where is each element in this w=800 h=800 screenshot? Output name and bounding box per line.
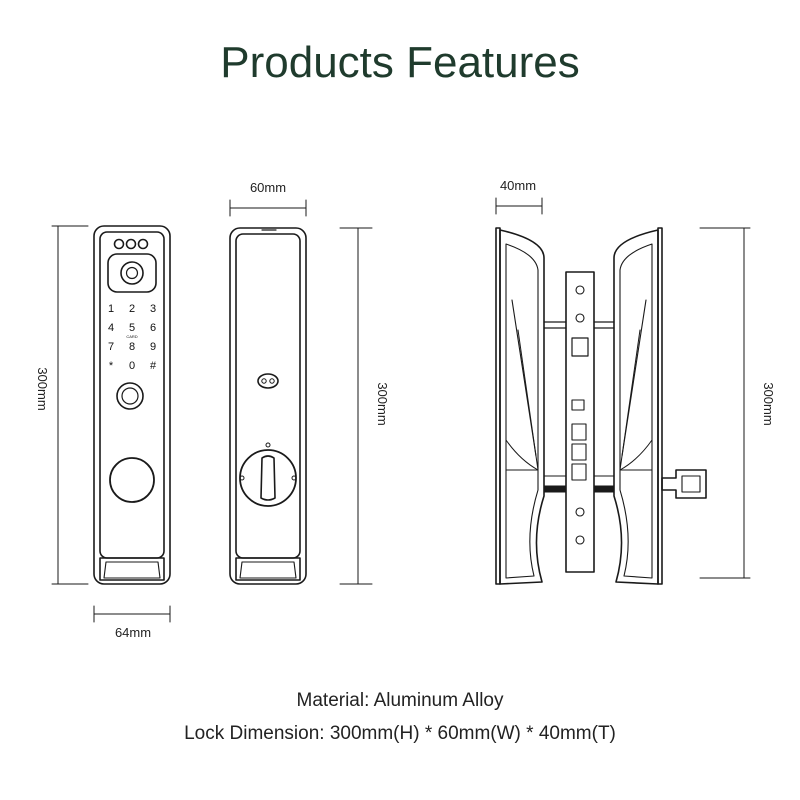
mortise-latch: [571, 337, 589, 357]
keypad-key: 9: [150, 341, 156, 353]
back-base-inner: [239, 561, 297, 579]
camera-lens-icon: [120, 261, 144, 285]
key-icon: [661, 469, 707, 499]
back-inner-panel: [235, 233, 301, 559]
page-title: Products Features: [220, 38, 580, 87]
keypad: 1 2 3 4 5 6 7 8 9 * 0 # CARD: [108, 303, 157, 372]
sensor-middle-icon: [125, 238, 137, 250]
thumb-turn: [239, 449, 297, 507]
back-outer-panel: [229, 227, 307, 585]
keypad-key: 7: [108, 341, 114, 353]
thumb-turn-lever: [260, 455, 276, 501]
back-width-label: 60mm: [250, 180, 286, 195]
side-thickness-label: 40mm: [500, 178, 536, 193]
camera-housing: [107, 253, 157, 293]
keypad-key: 5: [129, 322, 135, 334]
front-inner-panel: [99, 231, 165, 559]
back-base: [235, 557, 301, 581]
dimension-spec: Lock Dimension: 300mm(H) * 60mm(W) * 40m…: [184, 723, 616, 744]
spindle-right: [593, 485, 615, 493]
back-view: [229, 227, 307, 585]
right-plate-body: [613, 229, 659, 585]
front-handle-knob: [109, 457, 155, 503]
fingerprint-inner-icon: [121, 387, 139, 405]
front-view: [93, 225, 171, 585]
mortise-body: [565, 271, 595, 573]
keypad-key: 8: [129, 341, 135, 353]
front-base-inner: [103, 561, 161, 579]
sensor-left-icon: [113, 238, 125, 250]
front-base: [99, 557, 165, 581]
front-width-label: 64mm: [115, 625, 151, 640]
keypad-key: 4: [108, 322, 114, 334]
front-height-label: 300mm: [35, 367, 50, 410]
side-height-label: 300mm: [761, 382, 776, 425]
keypad-key: 2: [129, 303, 135, 315]
spindle-left: [543, 485, 567, 493]
fingerprint-sensor-icon: [116, 382, 144, 410]
back-height-label: 300mm: [375, 382, 390, 425]
left-plate-inner: [505, 243, 539, 579]
side-dimensions: [495, 197, 751, 579]
keypad-key: 1: [108, 303, 114, 315]
keypad-key: *: [109, 360, 114, 372]
key-cylinder-icon: [257, 373, 279, 389]
keypad-card-caption: CARD: [126, 334, 137, 339]
front-outer-panel: [93, 225, 171, 585]
keypad-key: 0: [129, 360, 135, 372]
left-plate-body: [499, 229, 545, 585]
side-view: [495, 227, 707, 585]
mortise-bolt: [571, 423, 587, 441]
material-spec: Material: Aluminum Alloy: [296, 690, 504, 711]
back-dimensions: [229, 199, 373, 585]
camera-lens-inner-icon: [125, 266, 139, 280]
keypad-key: 3: [150, 303, 156, 315]
keypad-key: #: [150, 360, 157, 372]
right-plate-inner: [619, 243, 653, 579]
sensor-right-icon: [137, 238, 149, 250]
front-dimensions: [51, 225, 171, 623]
keypad-key: 6: [150, 322, 156, 334]
